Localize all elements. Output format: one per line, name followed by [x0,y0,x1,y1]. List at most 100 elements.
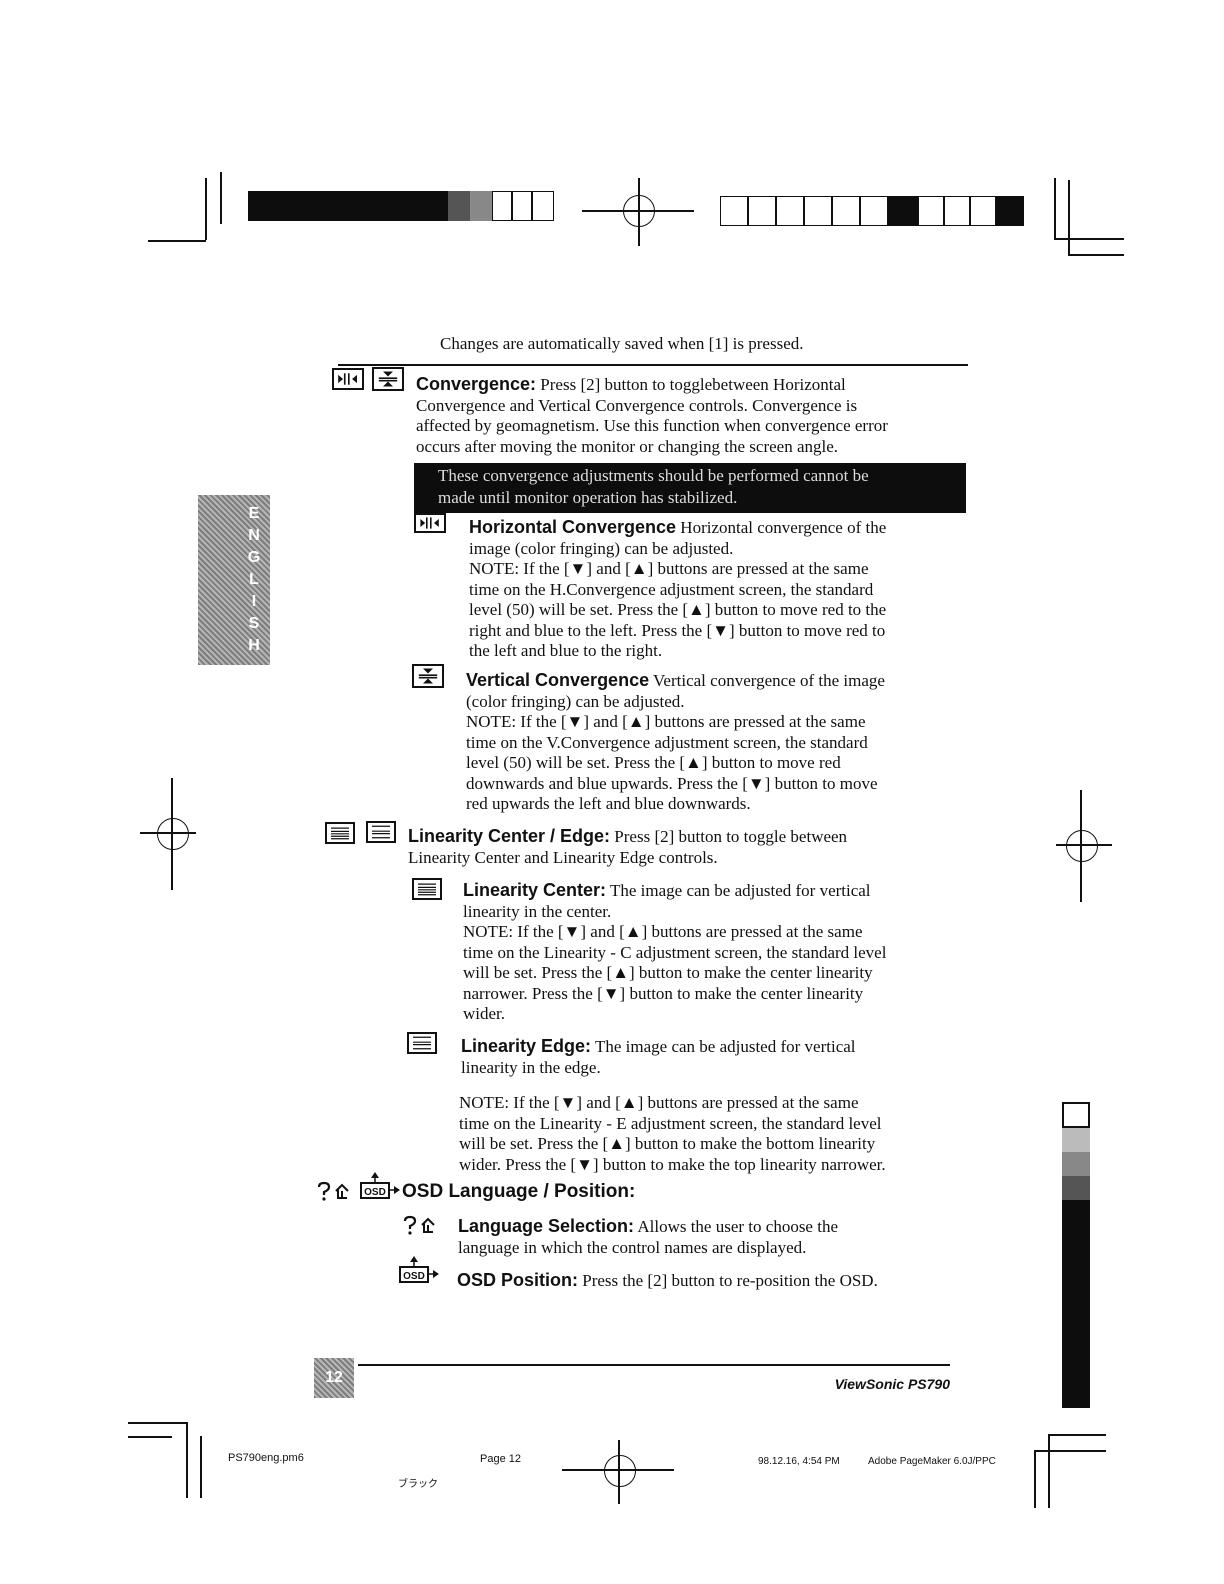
horizontal-convergence-text: right and blue to the left. Press the [▼… [469,620,886,640]
linearity-edge-text: The image can be adjusted for vertical [591,1037,856,1056]
horizontal-convergence-text: level (50) will be set. Press the [▲] bu… [469,600,887,619]
tab-letter: G [247,549,261,566]
osd-position-section: OSD Position: Press the [2] button to re… [457,1270,878,1292]
crop-mark [1048,1434,1050,1508]
language-icon [316,1181,354,1203]
footer-brand: ViewSonic PS790 [834,1376,950,1392]
horizontal-convergence-text: NOTE: If the [▼] and [▲] buttons are pre… [469,559,869,578]
page-number-tab: 12 [314,1358,354,1398]
language-selection-text: language in which the control names are … [458,1237,807,1257]
horizontal-convergence-text: Horizontal convergence of the [676,518,887,537]
osd-position-text: Press the [2] button to re-position the … [578,1271,878,1290]
tab-letter: H [248,637,260,654]
footer-rule [358,1364,950,1366]
language-icon [402,1215,440,1237]
crop-mark [1068,180,1070,254]
gray-scale-strip [1062,1102,1090,1408]
crop-mark [128,1422,186,1424]
slug-application: Adobe PageMaker 6.0J/PPC [868,1456,996,1467]
tab-letter: L [249,571,259,588]
convergence-text: Convergence and Vertical Convergence con… [416,395,858,415]
crop-mark [200,1436,202,1498]
osd-position-heading: OSD Position: [457,1270,578,1290]
crop-mark [1034,1450,1106,1452]
horizontal-convergence-icon [414,513,446,533]
linearity-center-icon [412,878,442,900]
vertical-convergence-text: red upwards the left and blue downwards. [466,794,751,813]
horizontal-convergence-icon [332,368,364,390]
vertical-convergence-text: (color fringing) can be adjusted. [466,691,685,711]
warning-text: made until monitor operation has stabili… [438,488,738,507]
linearity-center-text: The image can be adjusted for vertical [606,881,871,900]
linearity-edge-note-text: time on the Linearity - E adjustment scr… [459,1113,882,1133]
linearity-edge-note: NOTE: If the [▼] and [▲] buttons are pre… [459,1093,886,1175]
warning-text: These convergence adjustments should be … [438,466,869,485]
osd-icon-label: OSD [403,1271,425,1282]
slug-filename: PS790eng.pm6 [228,1452,304,1464]
linearity-center-section: Linearity Center: The image can be adjus… [463,880,886,1025]
linearity-edge-section: Linearity Edge: The image can be adjuste… [461,1036,856,1078]
linearity-center-text: wider. [463,1004,506,1023]
linearity-section: Linearity Center / Edge: Press [2] butto… [408,826,847,868]
tab-letter: I [251,593,257,610]
convergence-text: Press [2] button to togglebetween Horizo… [536,375,846,394]
linearity-center-text: linearity in the center. [463,901,612,921]
linearity-heading: Linearity Center / Edge: [408,826,611,846]
linearity-center-text: will be set. Press the [▲] button to mak… [463,963,873,982]
vertical-convergence-heading: Vertical Convergence [466,670,650,690]
language-selection-heading: Language Selection: [458,1216,635,1236]
osd-position-icon: OSD [360,1172,400,1206]
convergence-text: affected by geomagnetism. Use this funct… [416,416,888,435]
crop-mark [1054,238,1124,240]
horizontal-convergence-text: the left and blue to the right. [469,641,663,660]
slug-color: ブラック [398,1479,438,1490]
horizontal-convergence-text: image (color fringing) can be adjusted. [469,538,734,558]
vertical-convergence-icon [412,664,444,688]
crop-mark [1054,178,1056,238]
color-bar-right [720,196,1025,226]
crop-mark [1034,1450,1036,1508]
linearity-edge-note-text: wider. Press the [▼] button to make the … [459,1154,886,1174]
linearity-edge-icon [407,1032,437,1054]
vertical-convergence-section: Vertical Convergence Vertical convergenc… [466,670,885,815]
slug-timestamp: 98.12.16, 4:54 PM [758,1456,840,1467]
vertical-convergence-text: level (50) will be set. Press the [▲] bu… [466,753,841,772]
osd-icon-label: OSD [364,1187,386,1198]
linearity-edge-icon [366,821,396,843]
linearity-center-icon [325,822,355,844]
linearity-edge-heading: Linearity Edge: [461,1036,592,1056]
crop-mark [1068,254,1124,256]
crop-mark [1048,1434,1106,1436]
convergence-text: occurs after moving the monitor or chang… [416,436,839,456]
color-bar-left [248,191,554,221]
linearity-center-heading: Linearity Center: [463,880,607,900]
language-selection-section: Language Selection: Allows the user to c… [458,1216,838,1258]
linearity-center-text: NOTE: If the [▼] and [▲] buttons are pre… [463,922,863,941]
horizontal-convergence-heading: Horizontal Convergence [469,517,677,537]
crop-mark [220,172,222,224]
linearity-center-text: narrower. Press the [▼] button to make t… [463,983,864,1003]
osd-heading: OSD Language / Position: [402,1181,636,1202]
crop-mark [186,1422,188,1498]
header-note: Changes are automatically saved when [1]… [440,334,804,353]
linearity-center-text: time on the Linearity - C adjustment scr… [463,942,887,962]
convergence-warning-box: These convergence adjustments should be … [414,463,966,513]
header-rule [338,364,968,366]
osd-position-icon: OSD [399,1256,439,1290]
vertical-convergence-text: NOTE: If the [▼] and [▲] buttons are pre… [466,712,866,731]
convergence-heading: Convergence: [416,374,537,394]
linearity-text: Linearity Center and Linearity Edge cont… [408,847,718,867]
tab-letter: N [248,527,260,544]
crop-mark [128,1436,172,1438]
language-selection-text: Allows the user to choose the [634,1217,838,1236]
slug-page: Page 12 [480,1453,521,1465]
horizontal-convergence-text: time on the H.Convergence adjustment scr… [469,579,874,599]
crop-mark [205,178,207,240]
tab-letter: S [248,615,260,632]
linearity-edge-text: linearity in the edge. [461,1057,601,1077]
linearity-edge-note-text: NOTE: If the [▼] and [▲] buttons are pre… [459,1093,859,1112]
tab-letter: E [248,505,260,522]
vertical-convergence-text: Vertical convergence of the image [649,671,885,690]
convergence-section: Convergence: Press [2] button to toggleb… [416,374,888,457]
horizontal-convergence-section: Horizontal Convergence Horizontal conver… [469,517,886,662]
